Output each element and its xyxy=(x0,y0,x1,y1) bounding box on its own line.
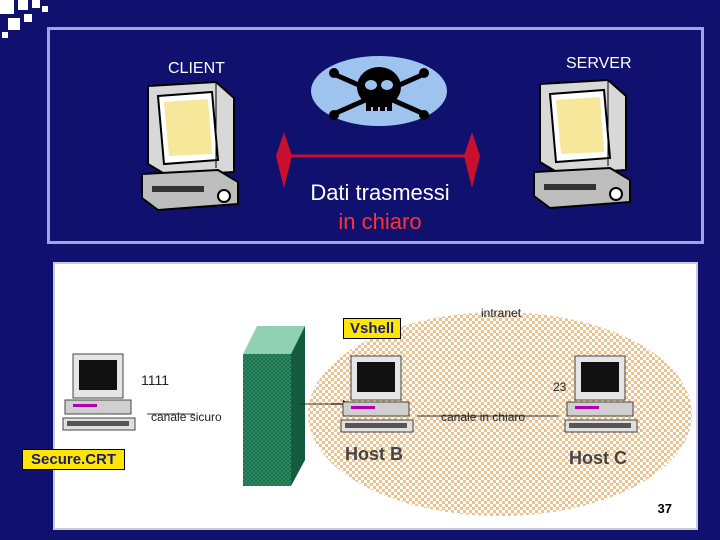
client-label: CLIENT xyxy=(168,60,225,77)
host-c-workstation-icon xyxy=(564,355,638,433)
server-computer-icon xyxy=(533,78,631,210)
transmission-caption: Dati trasmessi in chiaro xyxy=(280,178,480,236)
skull-crossbones-icon xyxy=(311,56,447,126)
caption-line-2: in chiaro xyxy=(338,209,422,234)
caption-line-1: Dati trasmessi xyxy=(310,180,450,205)
network-diagram-panel: intranet Vshell 1111 23 canale sicuro ca… xyxy=(53,262,698,530)
double-arrow-icon xyxy=(276,132,480,188)
host-c-label: Host C xyxy=(569,448,627,468)
server-label: SERVER xyxy=(566,55,632,72)
page-number: 37 xyxy=(657,501,672,516)
host-b-workstation-icon xyxy=(340,355,414,433)
client-workstation-icon xyxy=(62,353,136,431)
vshell-tag: Vshell xyxy=(343,318,402,339)
client-computer-icon xyxy=(141,80,239,212)
host-b-label: Host B xyxy=(345,444,403,464)
corner-decoration xyxy=(0,0,60,40)
port-1111-label: 1111 xyxy=(141,372,170,388)
port-23-label: 23 xyxy=(553,380,567,394)
securecrt-tag: Secure.CRT xyxy=(22,449,126,470)
network-diagram xyxy=(62,312,692,516)
plain-channel-label: canale in chiaro xyxy=(441,410,526,424)
intranet-label: intranet xyxy=(481,306,522,320)
firewall-icon xyxy=(243,326,305,486)
secure-channel-label: canale sicuro xyxy=(151,410,222,424)
